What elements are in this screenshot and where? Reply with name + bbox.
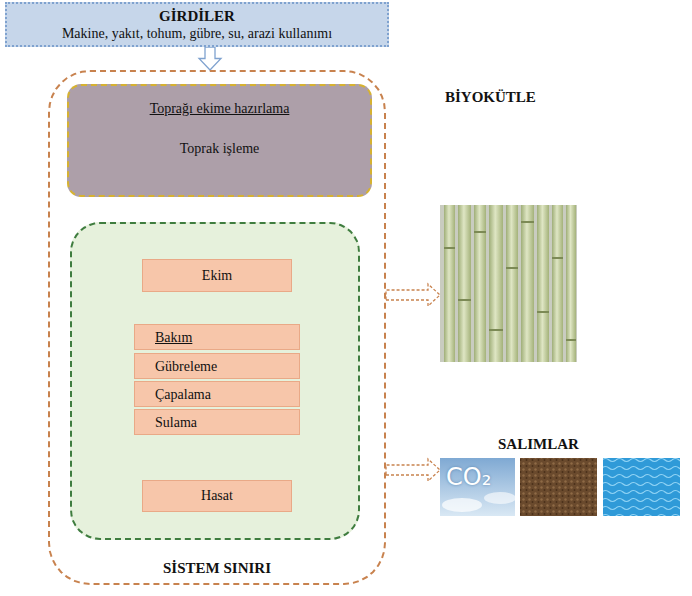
photo-caption: CO₂ xyxy=(446,463,491,491)
output-heading: SALIMLAR xyxy=(498,435,682,453)
input-list: Makine, yakıt, tohum, gübre, su, arazi k… xyxy=(62,25,332,43)
step-text: Sulama xyxy=(134,409,300,435)
box-heading: Toprağı ekime hazırlama xyxy=(150,100,290,118)
block-arrow xyxy=(199,47,221,70)
input-box: GİRDİLERMakine, yakıt, tohum, gübre, su,… xyxy=(5,2,389,47)
soil-prep-box: Toprağı ekime hazırlamaToprak işleme xyxy=(67,84,372,197)
water-photo xyxy=(603,458,680,516)
group-heading: Bakım xyxy=(134,324,300,350)
biomass-photo xyxy=(440,205,577,362)
label-holder: CO₂ xyxy=(446,463,491,491)
block-arrow xyxy=(386,284,440,306)
step-text: Toprak işleme xyxy=(180,140,260,158)
step-text: Hasat xyxy=(201,487,233,505)
boundary-label: SİSTEM SINIRI xyxy=(163,559,271,577)
step-text: Ekim xyxy=(202,267,232,285)
output-heading: BİYOKÜTLE xyxy=(445,88,580,106)
system-boundary: SİSTEM SINIRIToprağı ekime hazırlamaTopr… xyxy=(48,70,386,585)
biomass-output: BİYOKÜTLE xyxy=(440,88,580,363)
soil-photo xyxy=(520,458,597,516)
maintenance-group: BakımGübrelemeÇapalamaSulama xyxy=(134,324,300,442)
step-text: Çapalama xyxy=(134,381,300,407)
step-text: Gübreleme xyxy=(134,353,300,379)
co2-sky-photo xyxy=(440,458,516,516)
box-heading: GİRDİLER xyxy=(159,7,235,25)
process-box: Ekim xyxy=(142,259,292,292)
block-arrow xyxy=(386,459,440,481)
process-box: Hasat xyxy=(142,480,292,512)
